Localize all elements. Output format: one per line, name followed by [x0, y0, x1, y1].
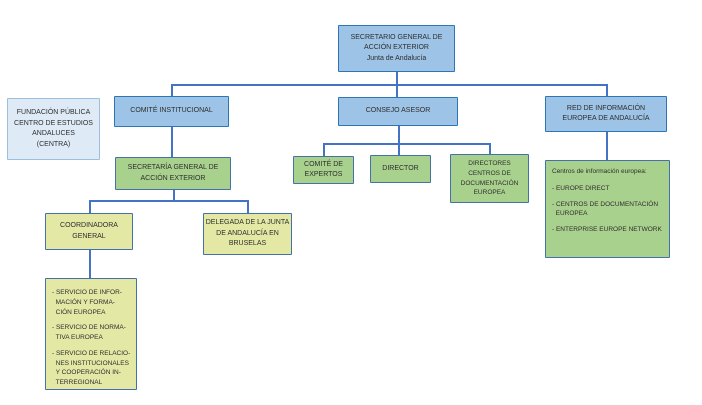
node-consejo-asesor: CONSEJO ASESOR: [338, 97, 458, 126]
connector-red-to-centros: [606, 132, 608, 160]
node-comite-expertos-label: COMITÉ DE EXPERTOS: [304, 160, 343, 179]
connector-to-directores: [489, 143, 491, 154]
node-consejo-asesor-label: CONSEJO ASESOR: [365, 107, 431, 115]
node-secretaria-general: SECRETARÍA GENERAL DE ACCIÓN EXTERIOR: [115, 157, 231, 190]
connector-consejo-drop: [398, 126, 400, 143]
node-red-informacion-label: RED DE INFORMACIÓN EUROPEA DE ANDALUCÍA: [562, 104, 650, 123]
connector-top-drop: [396, 72, 398, 84]
centros-informacion-header: Centros de información europea:: [552, 168, 647, 175]
node-delegada-label: DELEGADA DE LA JUNTA DE ANDALUCÍA EN BRU…: [205, 219, 290, 248]
connector-level3-horizontal: [89, 200, 248, 202]
connector-level1-horizontal: [171, 84, 607, 86]
centros-informacion-item: - ENTERPRISE EUROPE NETWORK: [552, 226, 662, 233]
connector-consejo-horizontal: [323, 143, 490, 145]
node-secretario-general-title: SECRETARIO GENERAL DE ACCIÓN EXTERIOR: [350, 33, 443, 52]
connector-to-comite-expertos: [323, 143, 325, 156]
node-secretaria-general-label: SECRETARÍA GENERAL DE ACCIÓN EXTERIOR: [127, 164, 219, 182]
node-red-informacion: RED DE INFORMACIÓN EUROPEA DE ANDALUCÍA: [545, 96, 667, 132]
node-coordinadora: COORDINADORA GENERAL: [45, 213, 133, 250]
connector-to-comite-institucional: [171, 84, 173, 96]
node-coordinadora-label: COORDINADORA GENERAL: [60, 222, 118, 240]
servicios-item: - SERVICIO DE RELACIO- NES INSTITUCIONAL…: [52, 349, 131, 386]
node-comite-institucional-label: COMITÉ INSTITUCIONAL: [130, 107, 213, 115]
connector-coordinadora-to-servicios: [89, 250, 91, 278]
connector-to-delegada: [247, 200, 249, 213]
servicios-item: - SERVICIO DE NORMA- TIVA EUROPEA: [52, 324, 126, 341]
node-fundacion-centra: FUNDACIÓN PÚBLICA CENTRO DE ESTUDIOS AND…: [7, 98, 100, 160]
servicios-item: - SERVICIO DE INFOR- MACIÓN Y FORMA- CIÓ…: [52, 289, 122, 316]
node-directores-centros: DIRECTORES CENTROS DE DOCUMENTACIÓN EURO…: [450, 154, 529, 203]
connector-secretaria-drop: [173, 190, 175, 200]
connector-to-consejo-asesor: [396, 84, 398, 97]
connector-comite-to-secretaria: [171, 127, 173, 157]
connector-to-red-informacion: [606, 84, 608, 96]
connector-to-coordinadora: [89, 200, 91, 213]
node-director: DIRECTOR: [370, 155, 431, 183]
node-centros-informacion: Centros de información europea: - EUROPE…: [545, 160, 670, 258]
node-servicios: - SERVICIO DE INFOR- MACIÓN Y FORMA- CIÓ…: [45, 278, 137, 390]
node-fundacion-centra-label: FUNDACIÓN PÚBLICA CENTRO DE ESTUDIOS AND…: [14, 109, 93, 148]
node-secretario-general-subtitle: Junta de Andalucía: [366, 54, 427, 62]
node-delegada: DELEGADA DE LA JUNTA DE ANDALUCÍA EN BRU…: [203, 213, 292, 255]
centros-informacion-item: - CENTROS DE DOCUMENTACIÓN EUROPEA: [552, 200, 659, 218]
node-director-label: DIRECTOR: [382, 164, 419, 172]
node-comite-expertos: COMITÉ DE EXPERTOS: [293, 156, 354, 184]
centros-informacion-item: - EUROPE DIRECT: [552, 184, 610, 192]
node-comite-institucional: COMITÉ INSTITUCIONAL: [114, 96, 229, 127]
node-secretario-general: SECRETARIO GENERAL DE ACCIÓN EXTERIOR Ju…: [338, 25, 455, 72]
connector-to-director: [398, 143, 400, 155]
node-directores-centros-label: DIRECTORES CENTROS DE DOCUMENTACIÓN EURO…: [460, 160, 519, 197]
